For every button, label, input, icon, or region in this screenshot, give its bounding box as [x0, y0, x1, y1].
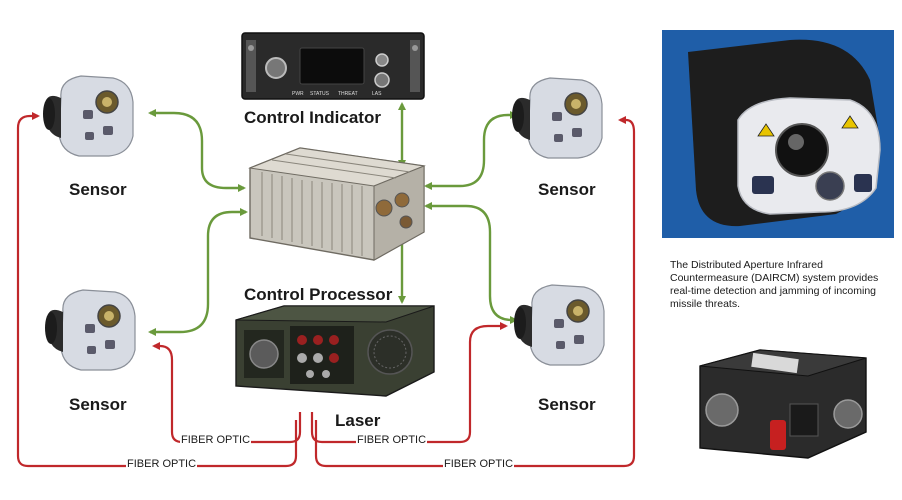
fiber-inner-right [310, 322, 508, 444]
indicator-btn-1: PWR [292, 91, 304, 97]
link-sensor-top-left [148, 109, 246, 192]
laser-device [235, 305, 435, 397]
control-indicator-device: PWR STATUS THREAT LAS [241, 32, 425, 100]
sensor-bottom-right-label: Sensor [538, 395, 596, 414]
link-sensor-top-right [424, 111, 518, 190]
fiber-outer-left [16, 112, 298, 468]
indicator-btn-4: LAS [372, 91, 382, 97]
fiber-inner-left [152, 342, 302, 444]
fiber-optic-label-inner-right: FIBER OPTIC [356, 434, 428, 446]
link-sensor-bottom-right [424, 202, 518, 324]
sensor-bottom-right-device [513, 284, 605, 366]
control-processor-label: Control Processor [244, 285, 393, 304]
laser-unit-photo [699, 349, 867, 459]
laser-label: Laser [335, 411, 381, 430]
link-sensor-bottom-left [148, 208, 248, 336]
sensor-top-left-device [42, 75, 134, 157]
daircm-caption: The Distributed Aperture Infrared Counte… [670, 259, 879, 310]
sensor-top-right-label: Sensor [538, 180, 596, 199]
fiber-optic-label-outer-left: FIBER OPTIC [126, 458, 198, 470]
sensor-top-left-label: Sensor [69, 180, 127, 199]
sensor-top-right-device [511, 77, 603, 159]
fiber-outer-right [314, 116, 636, 468]
indicator-btn-2: STATUS [310, 91, 330, 97]
fiber-optic-label-inner-left: FIBER OPTIC [180, 434, 252, 446]
control-processor-device [248, 147, 426, 261]
sensor-closeup-photo [662, 30, 894, 238]
indicator-btn-3: THREAT [338, 91, 358, 97]
control-indicator-label: Control Indicator [244, 108, 381, 127]
fiber-optic-label-outer-right: FIBER OPTIC [443, 458, 515, 470]
sensor-bottom-left-label: Sensor [69, 395, 127, 414]
fiber-links [16, 112, 636, 468]
sensor-bottom-left-device [44, 289, 136, 371]
